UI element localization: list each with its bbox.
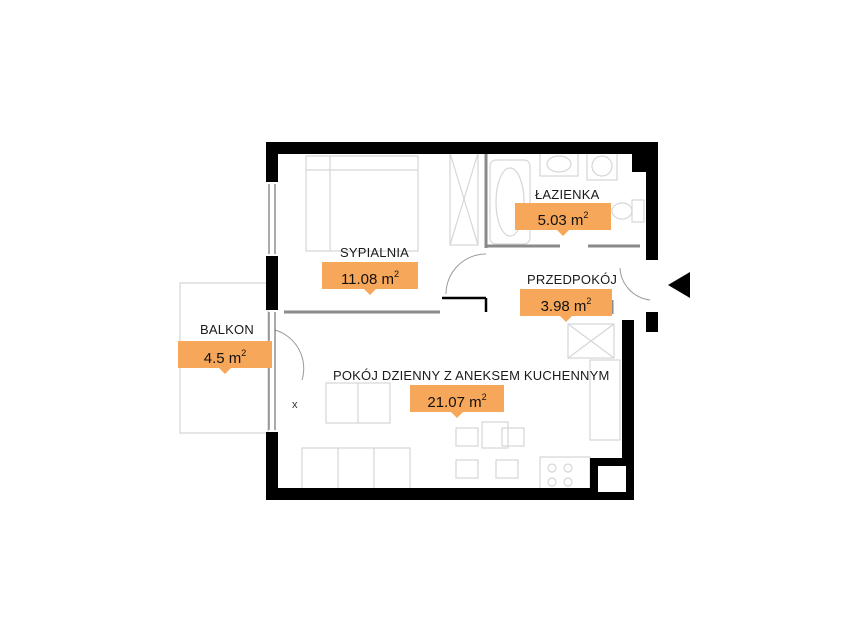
area-tag-lazienka: 5.03 m2 — [515, 203, 611, 236]
area-tag-pokoj: 21.07 m2 — [410, 385, 504, 418]
bathtub — [489, 159, 531, 245]
room-label-lazienka: ŁAZIENKA — [535, 187, 600, 202]
dining-table — [481, 421, 509, 449]
svg-text:x: x — [292, 399, 298, 411]
sofa — [301, 447, 411, 491]
area-tag-przedpokoj: 3.98 m2 — [520, 289, 612, 322]
room-label-balkon: BALKON — [200, 322, 254, 337]
kitchen-counter — [589, 359, 621, 441]
room-label-sypialnia: SYPIALNIA — [340, 245, 409, 260]
area-tag-sypialnia: 11.08 m2 — [322, 262, 418, 295]
bed — [305, 155, 419, 252]
furniture — [179, 151, 645, 492]
windows — [268, 184, 276, 430]
door-swings — [274, 253, 651, 381]
room-label-przedpokoj: PRZEDPOKÓJ — [527, 272, 618, 287]
area-tag-balkon: 4.5 m2 — [178, 341, 272, 374]
room-label-pokoj: POKÓJ DZIENNY Z ANEKSEM KUCHENNYM — [333, 368, 610, 383]
entrance-arrow-icon — [668, 272, 690, 298]
